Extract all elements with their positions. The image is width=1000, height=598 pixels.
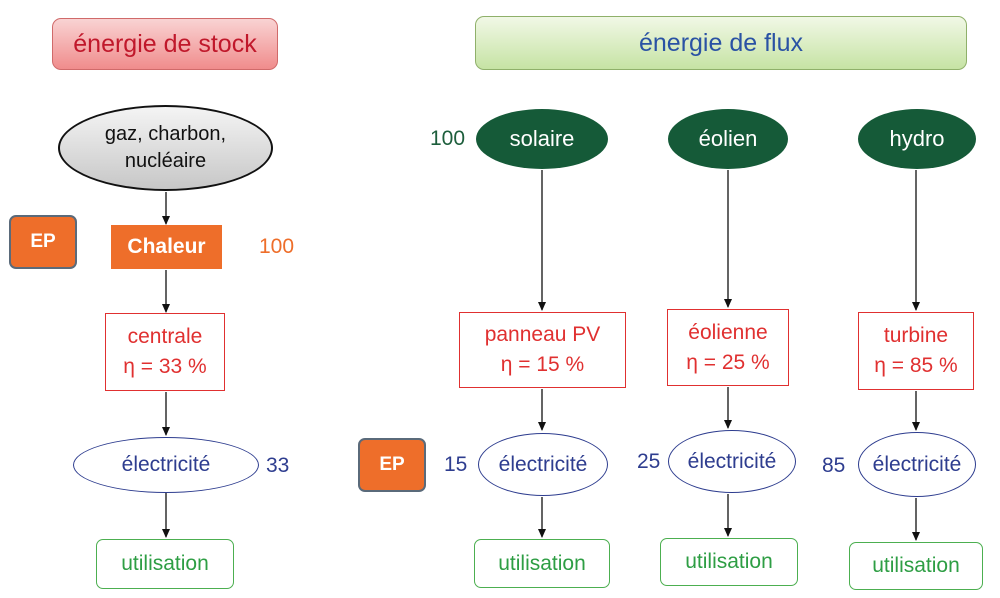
usage-node-wind: utilisation <box>660 538 798 586</box>
flux-energy-header: énergie de flux <box>475 16 967 70</box>
electricity-value-solar: 15 <box>444 453 468 476</box>
wind-turbine-efficiency: η = 25 % <box>686 350 770 374</box>
heat-node: Chaleur <box>111 225 222 269</box>
centrale-efficiency: η = 33 % <box>123 355 207 378</box>
heat-value: 100 <box>259 235 295 258</box>
solar-source-node: solaire <box>476 109 608 169</box>
centrale-converter-node: centrale η = 33 % <box>105 313 225 391</box>
ep-badge-flux: EP <box>358 438 426 492</box>
hydro-turbine-name: turbine <box>883 324 949 347</box>
electricity-node-solar: électricité <box>478 433 608 496</box>
pv-panel-name: panneau PV <box>484 323 601 346</box>
hydro-turbine-converter-node: turbine η = 85 % <box>858 312 974 390</box>
fossil-source-node: gaz, charbon, nucléaire <box>58 105 273 191</box>
electricity-value-wind: 25 <box>637 450 661 473</box>
fossil-source-line2: nucléaire <box>124 150 207 172</box>
hydro-turbine-efficiency: η = 85 % <box>874 354 958 377</box>
ep-badge-stock: EP <box>9 215 77 269</box>
electricity-value-hydro: 85 <box>822 454 846 477</box>
pv-panel-converter-node: panneau PV η = 15 % <box>459 312 626 388</box>
usage-node-stock: utilisation <box>96 539 234 589</box>
hydro-source-node: hydro <box>858 109 976 169</box>
centrale-name: centrale <box>127 325 203 348</box>
electricity-value-stock: 33 <box>266 454 290 477</box>
fossil-source-line1: gaz, charbon, <box>104 123 227 145</box>
usage-node-solar: utilisation <box>474 539 610 588</box>
electricity-node-stock: électricité <box>73 437 259 493</box>
wind-turbine-converter-node: éolienne η = 25 % <box>667 309 789 386</box>
electricity-node-wind: électricité <box>668 430 796 493</box>
stock-energy-header: énergie de stock <box>52 18 278 70</box>
pv-panel-efficiency: η = 15 % <box>500 353 585 376</box>
usage-node-hydro: utilisation <box>849 542 983 590</box>
electricity-node-hydro: électricité <box>858 432 976 497</box>
wind-turbine-name: éolienne <box>688 320 768 344</box>
solar-input-value: 100 <box>430 127 466 150</box>
wind-source-node: éolien <box>668 109 788 169</box>
